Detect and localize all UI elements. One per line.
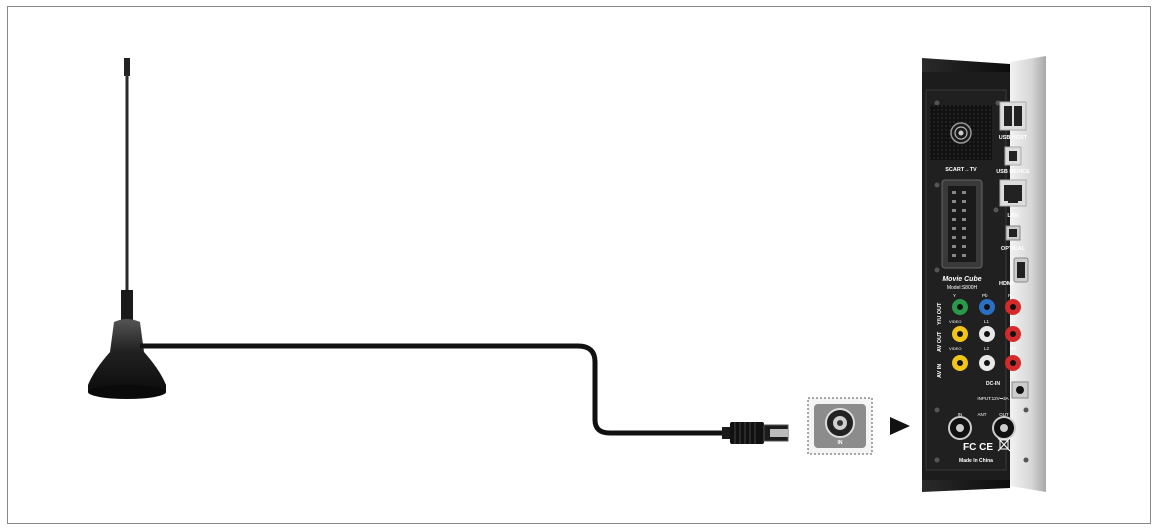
plug-boot bbox=[722, 427, 732, 439]
ant-label: ANT bbox=[978, 412, 987, 417]
model-label: Model:S800H bbox=[947, 285, 978, 291]
y-label: Y bbox=[953, 293, 956, 298]
made-in-label: Made In China bbox=[959, 458, 993, 464]
ant-in-label: IN bbox=[958, 412, 963, 417]
usb-host-port bbox=[999, 101, 1027, 131]
screw bbox=[934, 267, 940, 273]
video-out-label: VIDEO bbox=[949, 319, 961, 324]
hdmi-label: HDMI bbox=[999, 281, 1014, 287]
antenna-base-rim bbox=[88, 385, 166, 399]
video-in-label: VIDEO bbox=[949, 346, 961, 351]
l2-label: L2 bbox=[984, 346, 990, 351]
brand-logo: Movie Cube bbox=[942, 276, 981, 283]
arrow-right-icon bbox=[890, 417, 910, 435]
antenna-tip bbox=[124, 58, 130, 76]
plug-pin bbox=[770, 429, 788, 437]
dc-in-label: DC-IN bbox=[986, 381, 1000, 387]
scart-label: SCART→TV bbox=[945, 167, 977, 173]
screw bbox=[995, 100, 1001, 106]
r2-label: R2 bbox=[1010, 346, 1016, 351]
screw bbox=[934, 100, 940, 106]
media-player-device: SCART→TV USB HOST USB DEVICE LAN bbox=[922, 56, 1046, 492]
usb-host-label: USB HOST bbox=[999, 135, 1028, 141]
coax-cable bbox=[140, 343, 725, 436]
l1-label: L1 bbox=[984, 319, 990, 324]
pb-label: Pb bbox=[982, 293, 988, 298]
cert-marks: FC CE bbox=[963, 442, 993, 453]
av-out-label: AV OUT bbox=[937, 331, 943, 352]
callout-jack-label: IN bbox=[838, 440, 843, 446]
screw bbox=[934, 182, 940, 188]
scart-port-pins bbox=[948, 186, 976, 262]
r1-label: R1 bbox=[1010, 319, 1016, 324]
weee-bin-icon bbox=[997, 437, 1011, 452]
screw bbox=[1023, 407, 1029, 413]
antenna-base bbox=[88, 319, 166, 397]
screw bbox=[934, 457, 940, 463]
ant-out-label: OUT bbox=[999, 412, 1009, 417]
ypbpr-out-label: Y/U OUT bbox=[937, 302, 943, 325]
antenna bbox=[88, 58, 166, 399]
callout-jack-pin bbox=[837, 420, 843, 426]
coax-plug bbox=[722, 422, 789, 444]
screw bbox=[1023, 457, 1029, 463]
av-in-label: AV IN bbox=[937, 364, 943, 378]
callout-ant-in: IN bbox=[807, 397, 873, 455]
pr-label: Pr bbox=[1008, 293, 1013, 298]
input-rating-label: INPUT:12V⎓3A bbox=[977, 396, 1008, 401]
optical-label: OPTICAL bbox=[1001, 246, 1026, 252]
screw bbox=[993, 207, 999, 213]
usb-device-label: USB DEVICE bbox=[996, 169, 1030, 175]
lan-label: LAN bbox=[1007, 213, 1018, 219]
antenna-neck bbox=[121, 290, 133, 320]
screw bbox=[934, 407, 940, 413]
antenna-rod bbox=[125, 74, 129, 294]
